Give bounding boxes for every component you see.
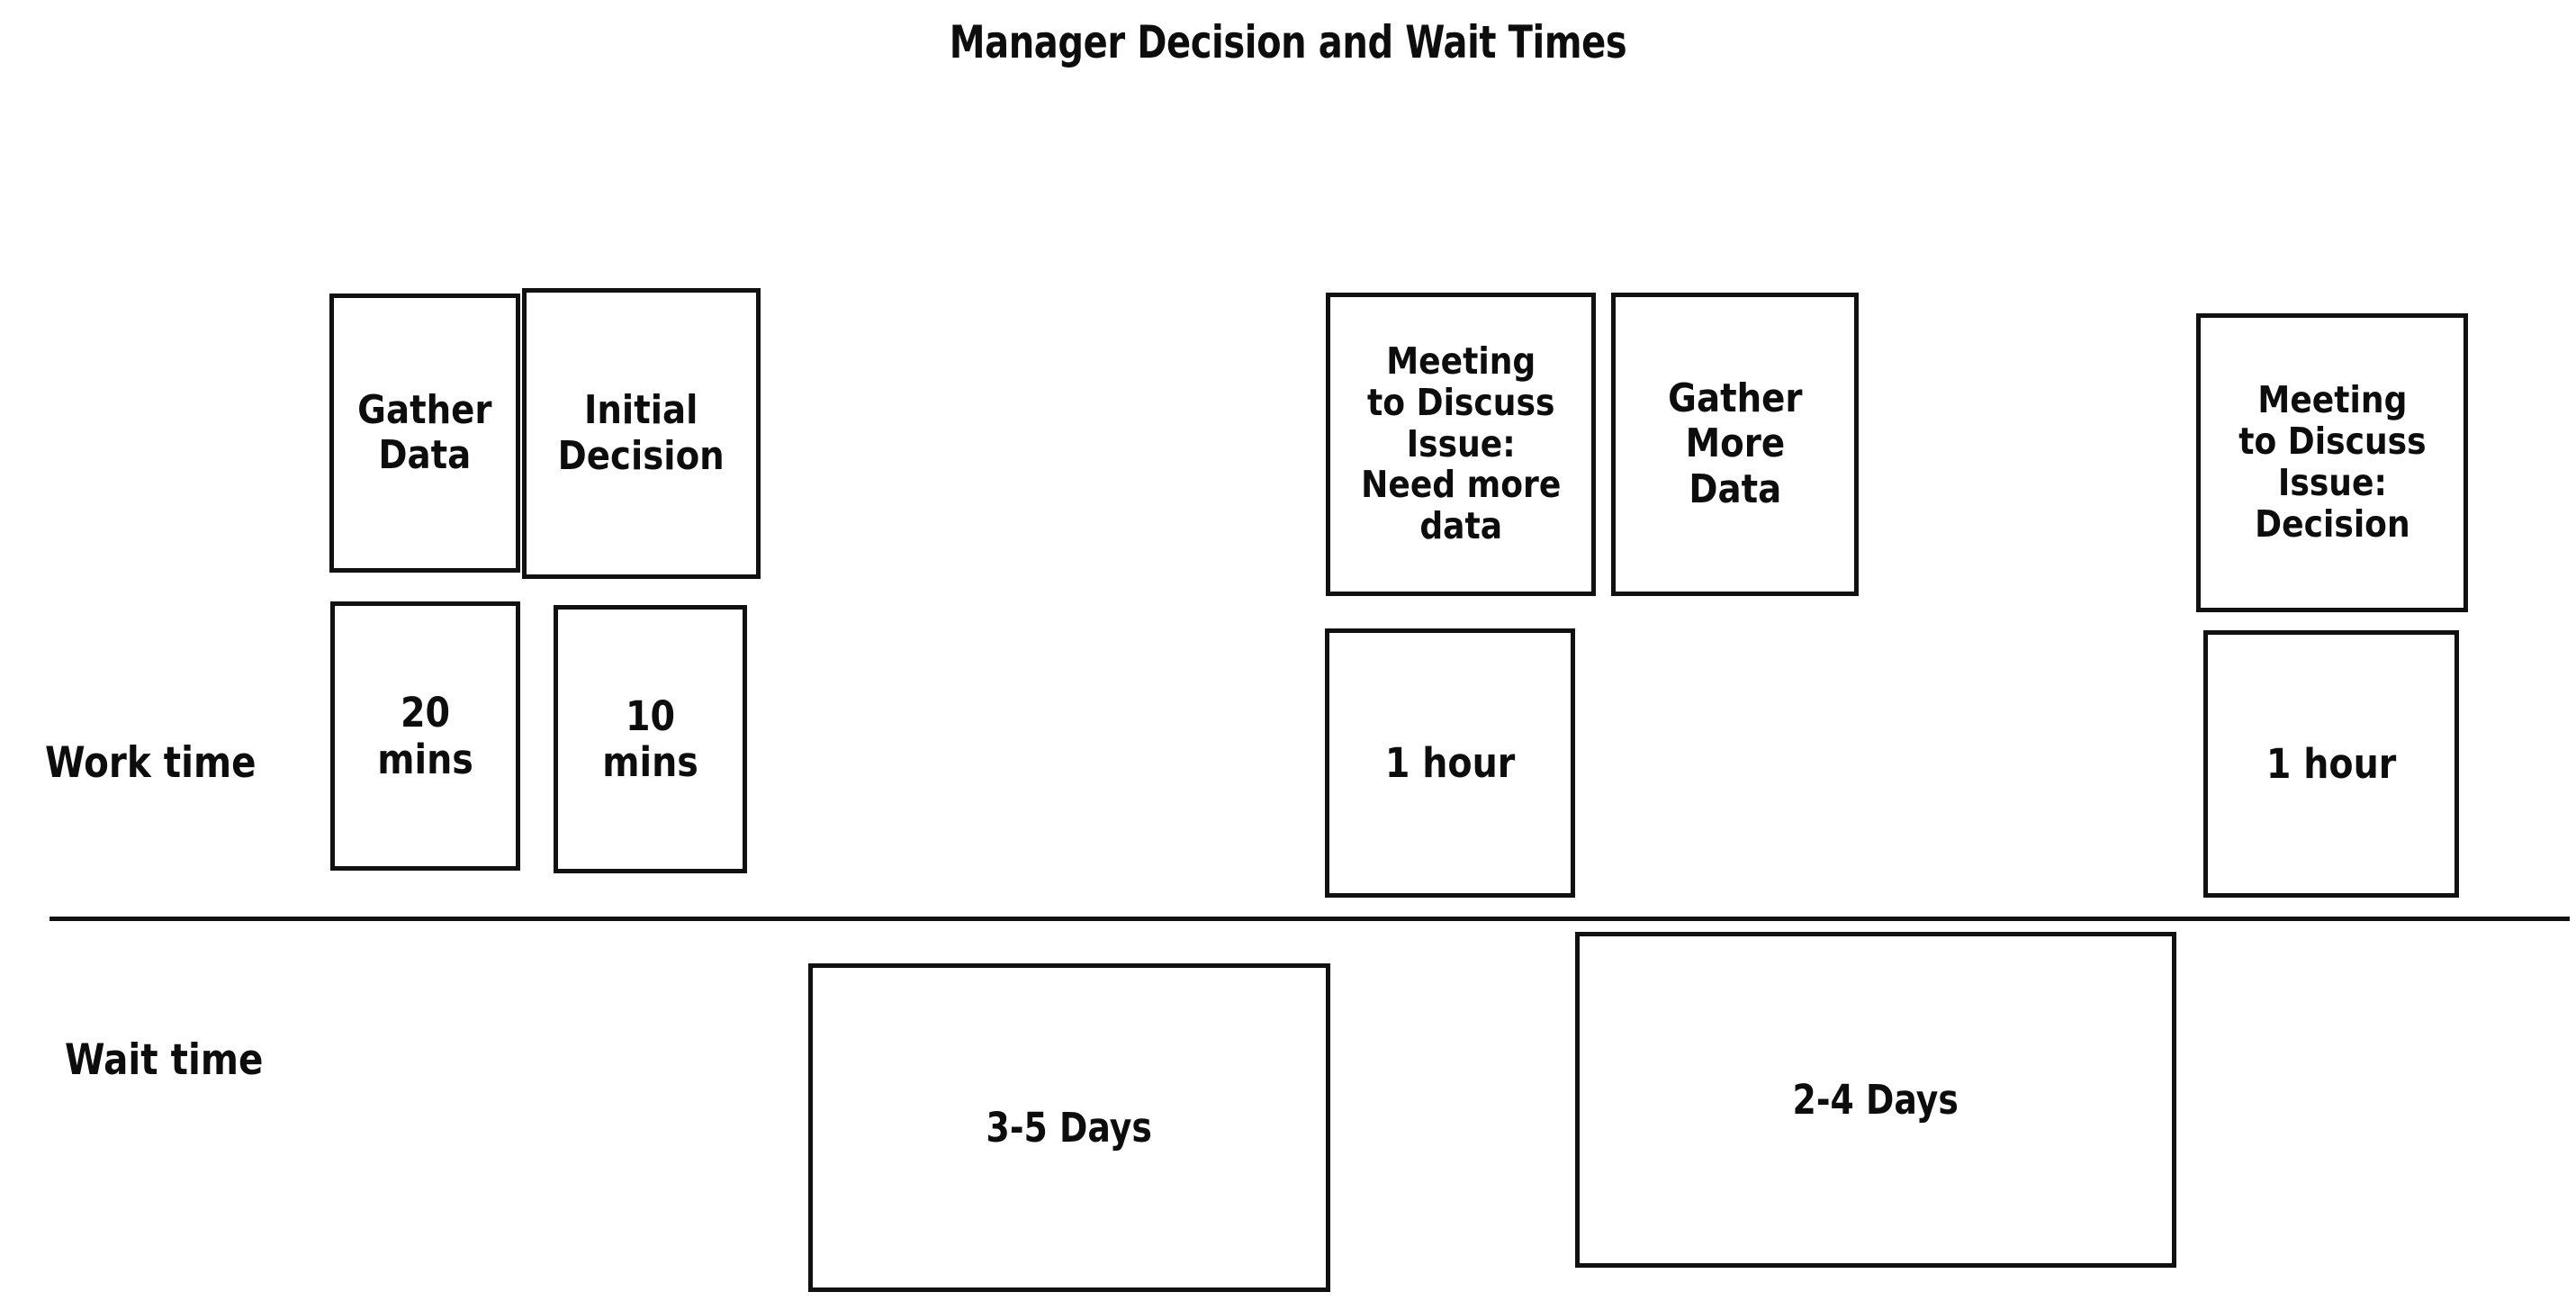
- work-time-row-label: Work time: [45, 738, 257, 788]
- task-label: Meeting to Discuss Issue: Decision: [2238, 378, 2427, 546]
- work-wait-divider-line: [50, 917, 2570, 921]
- duration-label: 10 mins: [602, 691, 698, 786]
- duration-label: 20 mins: [377, 689, 473, 783]
- wait-box-3-5-days[interactable]: 3-5 Days: [808, 963, 1330, 1292]
- task-label: Meeting to Discuss Issue: Need more data: [1360, 339, 1562, 548]
- duration-box-meeting-need-more-data[interactable]: 1 hour: [1325, 628, 1575, 898]
- task-box-meeting-need-more-data[interactable]: Meeting to Discuss Issue: Need more data: [1326, 293, 1596, 596]
- wait-label: 3-5 Days: [986, 1103, 1153, 1152]
- duration-box-gather-data[interactable]: 20 mins: [330, 601, 520, 871]
- page-title: Manager Decision and Wait Times: [949, 16, 1627, 68]
- wait-box-2-4-days[interactable]: 2-4 Days: [1575, 932, 2176, 1268]
- task-label: Gather Data: [357, 386, 492, 478]
- duration-label: 1 hour: [1384, 738, 1516, 787]
- task-box-meeting-decision[interactable]: Meeting to Discuss Issue: Decision: [2196, 313, 2468, 612]
- wait-label: 2-4 Days: [1792, 1075, 1959, 1124]
- duration-box-meeting-decision[interactable]: 1 hour: [2203, 630, 2459, 898]
- task-label: Gather More Data: [1667, 375, 1803, 512]
- task-box-gather-data[interactable]: Gather Data: [329, 294, 520, 573]
- task-box-gather-more-data[interactable]: Gather More Data: [1611, 293, 1859, 596]
- duration-label: 1 hour: [2265, 739, 2397, 788]
- wait-time-row-label: Wait time: [65, 1035, 264, 1085]
- task-label: Initial Decision: [557, 387, 725, 479]
- task-box-initial-decision[interactable]: Initial Decision: [522, 288, 761, 579]
- duration-box-initial-decision[interactable]: 10 mins: [554, 605, 747, 873]
